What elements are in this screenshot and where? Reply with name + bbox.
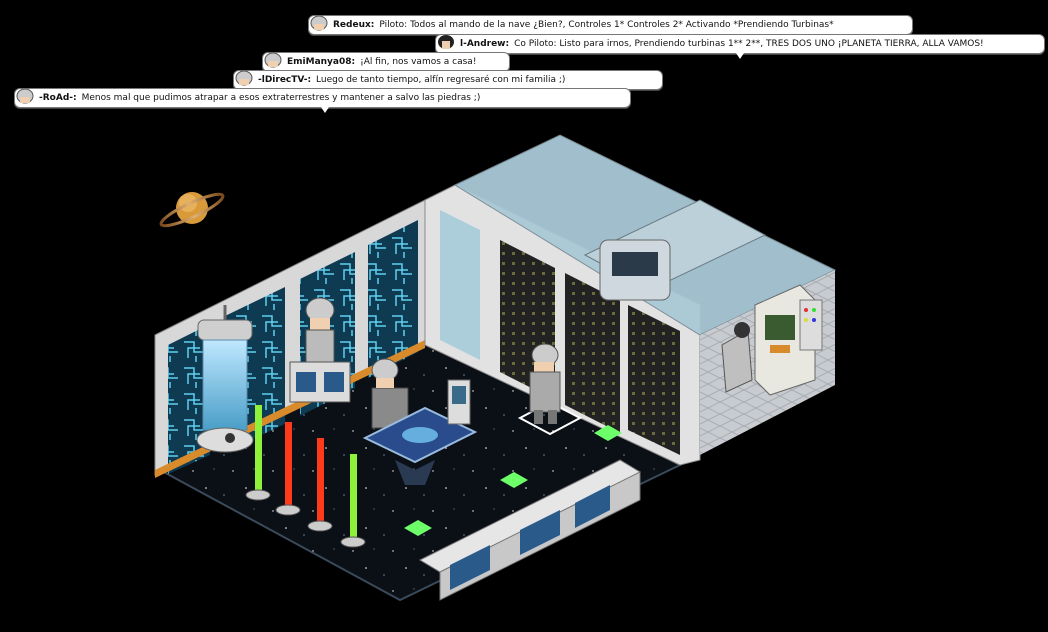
chat-username: l-Andrew: bbox=[460, 39, 510, 49]
laser-beam-1[interactable] bbox=[245, 405, 271, 501]
saturn-planet-icon bbox=[159, 192, 225, 228]
helmet-avatar-icon bbox=[15, 88, 35, 107]
chat-message: Luego de tanto tiempo, alfín regresaré c… bbox=[316, 75, 566, 85]
chat-message: ¡Al fin, nos vamos a casa! bbox=[360, 57, 477, 67]
chat-message: Menos mal que pudimos atrapar a esos ext… bbox=[81, 93, 481, 103]
laser-beam-3[interactable] bbox=[307, 438, 333, 532]
laser-beam-2[interactable] bbox=[275, 422, 301, 516]
chat-username: Redeux: bbox=[333, 20, 375, 30]
chat-username: -RoAd-: bbox=[39, 93, 77, 103]
chat-bubble-emimanya08[interactable]: EmiManya08: ¡Al fin, nos vamos a casa! bbox=[262, 52, 510, 77]
chat-bubble-road[interactable]: -RoAd-: Menos mal que pudimos atrapar a … bbox=[14, 88, 631, 113]
laser-beam-4[interactable] bbox=[340, 454, 366, 548]
chat-bubble-ldirectv[interactable]: -lDirecTV-: Luego de tanto tiempo, alfín… bbox=[233, 70, 663, 95]
helmet-avatar-icon bbox=[309, 15, 329, 34]
pilot-console[interactable] bbox=[754, 284, 823, 396]
helmet-avatar-icon bbox=[234, 70, 254, 89]
front-counter[interactable] bbox=[418, 459, 642, 601]
chat-message: Piloto: Todos al mando de la nave ¿Bien?… bbox=[379, 20, 834, 30]
chat-bubble-l-andrew[interactable]: l-Andrew: Co Piloto: Listo para irnos, P… bbox=[435, 34, 1045, 59]
green-crystal-1 bbox=[404, 520, 432, 536]
chat-username: EmiManya08: bbox=[287, 57, 356, 67]
cryo-tube[interactable] bbox=[196, 305, 254, 453]
chat-message: Co Piloto: Listo para irnos, Prendiendo … bbox=[514, 39, 984, 49]
pilot-seat[interactable] bbox=[721, 322, 753, 393]
green-crystal-2 bbox=[500, 472, 528, 488]
computer-terminal[interactable] bbox=[447, 379, 471, 425]
helmet-avatar-icon bbox=[263, 52, 283, 71]
chat-bubble-redeux[interactable]: Redeux: Piloto: Todos al mando de la nav… bbox=[308, 15, 913, 40]
avatar-seated-left[interactable] bbox=[289, 297, 351, 403]
avatar-standing[interactable] bbox=[517, 343, 583, 436]
green-crystal-3 bbox=[594, 425, 622, 441]
dark-hair-avatar-icon bbox=[436, 35, 456, 53]
chat-username: -lDirecTV-: bbox=[258, 75, 312, 85]
